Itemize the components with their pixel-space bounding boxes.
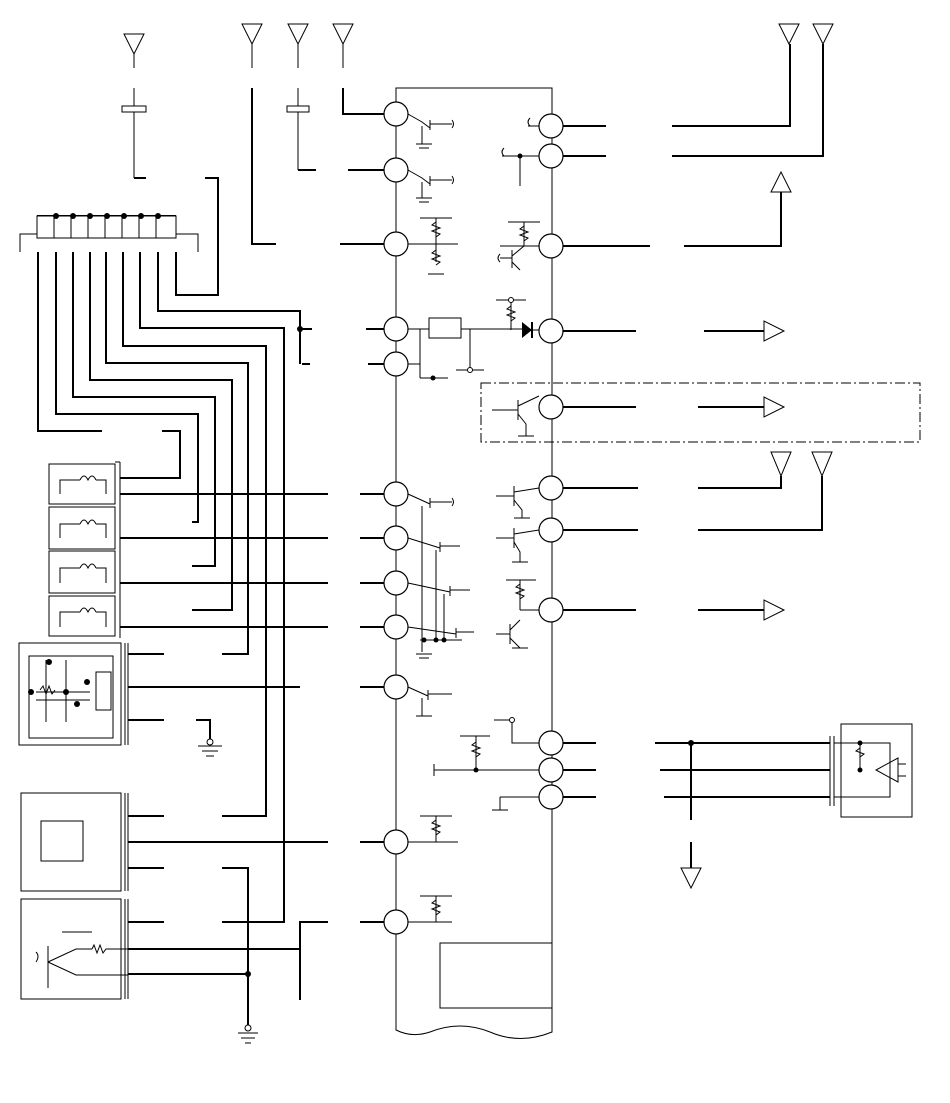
pin-right-10	[538, 757, 564, 783]
pin-right-1	[538, 113, 564, 139]
pin-right-11	[538, 784, 564, 810]
optional-circuit-region	[480, 382, 921, 443]
relay-box-4	[48, 595, 116, 637]
junction-dots	[297, 326, 303, 332]
right-pin-wires	[563, 44, 830, 868]
module-box-2-element	[40, 820, 84, 862]
pin-left-2	[383, 157, 409, 183]
ecu-right-pins	[538, 113, 564, 810]
fuse-symbol-1	[121, 105, 147, 113]
pin-left-11	[383, 829, 409, 855]
pin-left-5	[383, 351, 409, 377]
terminal-triangle-top-4	[332, 23, 354, 46]
ecu-internal-circuits	[407, 113, 540, 923]
terminal-arrow-right-3	[763, 599, 786, 621]
pin-right-7	[538, 517, 564, 543]
harness-wires	[37, 177, 301, 923]
left-pin-wires	[120, 88, 384, 1000]
pin-left-4	[383, 316, 409, 342]
terminal-triangle-top-6	[812, 23, 834, 46]
connector-bank-terminals	[36, 215, 177, 239]
ecu-inner-block	[439, 942, 553, 1009]
terminal-triangle-top-3	[287, 23, 309, 46]
pin-left-7	[383, 525, 409, 551]
ground-symbol-1	[196, 719, 222, 757]
terminal-triangle-mid-2	[811, 451, 833, 478]
pin-right-4	[538, 318, 564, 344]
pin-right-2	[538, 143, 564, 169]
terminal-triangle-mid-1	[770, 451, 792, 478]
sensor-element	[95, 671, 112, 711]
terminal-arrow-down	[680, 867, 702, 890]
terminal-arrow-right-1	[763, 320, 786, 342]
pin-left-12	[383, 909, 409, 935]
relay-coils	[48, 461, 121, 638]
ground-symbol-2	[238, 1024, 258, 1044]
pin-left-6	[383, 481, 409, 507]
ecu-internal-box	[428, 317, 462, 339]
terminal-triangle-top-2	[241, 23, 263, 46]
terminal-triangle-top-1	[123, 33, 145, 56]
left-connector-bank	[19, 213, 199, 252]
right-amplifier-module	[688, 723, 913, 818]
pin-left-10	[383, 674, 409, 700]
amplifier-symbol	[874, 757, 899, 783]
pin-right-9	[538, 730, 564, 756]
terminal-triangle-top-5	[778, 23, 800, 46]
fuse-symbols	[121, 88, 310, 178]
sensor-module	[18, 642, 164, 746]
pin-right-5	[538, 394, 564, 420]
pin-left-3	[383, 231, 409, 257]
ecu-left-pins	[383, 101, 409, 935]
pin-left-1	[383, 101, 409, 127]
right-terminal-symbols	[680, 170, 833, 890]
pin-right-6	[538, 475, 564, 501]
fuse-symbol-2	[286, 105, 310, 113]
relay-box-3	[48, 550, 116, 594]
relay-box-2	[48, 506, 116, 550]
terminal-arrow-up	[770, 170, 792, 193]
pin-right-3	[538, 233, 564, 259]
module-box-3	[20, 898, 300, 1000]
pin-right-8	[538, 597, 564, 623]
pin-left-9	[383, 614, 409, 640]
ecu-module	[395, 87, 553, 1039]
top-terminal-symbols	[123, 23, 834, 68]
diode	[522, 322, 532, 338]
module-box-2	[20, 792, 251, 1026]
ecu-outline	[395, 87, 553, 1039]
pin-left-8	[383, 570, 409, 596]
relay-box-1	[48, 463, 116, 505]
terminal-arrow-right-2	[763, 396, 786, 418]
